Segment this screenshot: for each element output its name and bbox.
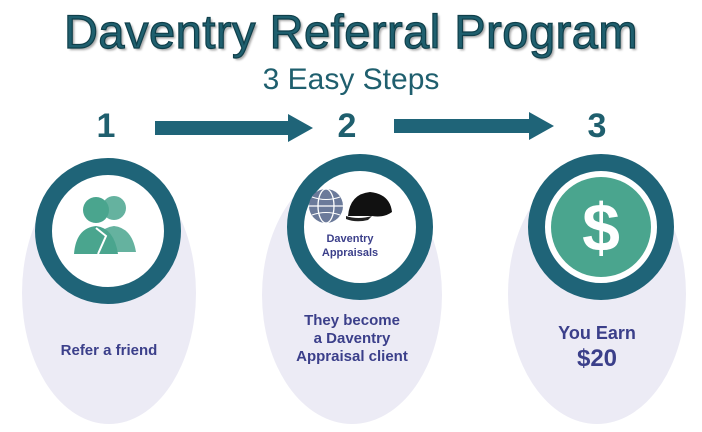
- arrow-right-icon: [155, 114, 313, 142]
- step-3-label-amount: $20: [576, 345, 618, 372]
- arrow-right-icon: [394, 112, 554, 140]
- logo-line-1: Daventry: [326, 233, 374, 245]
- step-1-label: Refer a friend: [60, 342, 158, 359]
- dollar-icon: $: [551, 177, 651, 277]
- step-3-label: You Earn $20: [508, 322, 686, 374]
- step-2-ring: [287, 154, 433, 300]
- step-number-1: 1: [96, 107, 116, 145]
- logo-line-2: Appraisals: [321, 247, 379, 259]
- svg-text:$: $: [582, 190, 620, 266]
- step-2-label-line-3: Appraisal client: [296, 348, 408, 365]
- globe-and-cap-icon: [309, 188, 392, 224]
- page-title: Daventry Referral Program: [63, 4, 639, 58]
- step-number-2: 2: [337, 107, 357, 145]
- step-3-label-line-1: You Earn: [558, 323, 636, 343]
- step-2-label-line-1: They become: [304, 312, 400, 329]
- step-number-3: 3: [587, 107, 607, 145]
- daventry-appraisals-logo: Daventry Appraisals: [302, 232, 398, 260]
- step-2-label: They become a Daventry Appraisal client: [262, 312, 442, 366]
- step-2-label-line-2: a Daventry: [313, 330, 391, 347]
- people-icon: [74, 196, 136, 255]
- page-subtitle: 3 Easy Steps: [262, 63, 440, 96]
